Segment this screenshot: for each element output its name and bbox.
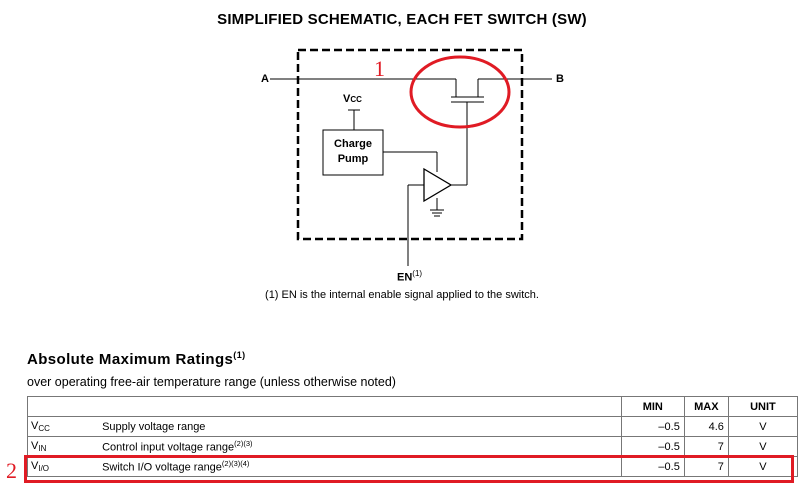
row-symbol: VCC <box>27 416 99 437</box>
en-label: EN(1) <box>397 269 422 284</box>
header-min: MIN <box>621 396 685 417</box>
row-description: Supply voltage range <box>98 416 622 437</box>
charge-pump-box <box>322 129 384 176</box>
en-label-sup: (1) <box>412 269 423 278</box>
fet-switch-schematic <box>270 48 552 266</box>
row-unit: V <box>728 436 799 457</box>
symbol-sub: I/O <box>38 464 50 473</box>
header-symbol <box>27 396 99 417</box>
row-symbol: VIN <box>27 436 99 457</box>
row-min: –0.5 <box>621 436 685 457</box>
table-header-row: MIN MAX UNIT <box>27 396 799 417</box>
ratings-table: MIN MAX UNIT VCC Supply voltage range –0… <box>27 396 799 477</box>
row-min: –0.5 <box>621 456 685 477</box>
row-description: Control input voltage range(2)(3) <box>98 436 622 457</box>
schematic-title: SIMPLIFIED SCHEMATIC, EACH FET SWITCH (S… <box>217 11 587 28</box>
row-min: –0.5 <box>621 416 685 437</box>
description-footnote: (2)(3) <box>234 439 253 449</box>
annotation-marker-2: 2 <box>6 458 17 483</box>
en-label-main: EN <box>397 271 413 284</box>
symbol-main: V <box>31 440 39 452</box>
row-unit: V <box>728 416 799 437</box>
table-row: VIN Control input voltage range(2)(3) –0… <box>27 436 799 457</box>
description-text: Control input voltage range <box>102 441 235 454</box>
table-row: VCC Supply voltage range –0.5 4.6 V <box>27 416 799 437</box>
ratings-title-text: Absolute Maximum Ratings <box>27 351 234 368</box>
symbol-sub: CC <box>38 424 50 433</box>
terminal-a-label: A <box>261 73 269 85</box>
buffer-symbol <box>423 167 453 203</box>
terminal-b-label: B <box>556 73 564 85</box>
symbol-main: V <box>31 460 39 472</box>
charge-pump-line1: Charge <box>334 138 372 150</box>
schematic-boundary <box>296 48 524 241</box>
vcc-label-sub: CC <box>350 95 362 104</box>
description-text: Supply voltage range <box>102 420 206 433</box>
vcc-label-main: V <box>343 93 351 105</box>
header-description <box>98 396 622 417</box>
annotation-circle-1 <box>409 55 511 129</box>
description-footnote: (2)(3)(4) <box>221 459 250 469</box>
ratings-subtitle: over operating free-air temperature rang… <box>27 375 396 389</box>
row-max: 4.6 <box>684 416 729 437</box>
charge-pump-label: Charge Pump <box>323 137 383 167</box>
ratings-title: Absolute Maximum Ratings(1) <box>27 350 246 368</box>
header-unit: UNIT <box>728 396 799 417</box>
table-row: VI/O Switch I/O voltage range(2)(3)(4) –… <box>27 456 799 477</box>
vcc-label: VCC <box>343 93 362 105</box>
annotation-marker-1: 1 <box>374 56 385 81</box>
symbol-main: V <box>31 420 39 432</box>
header-max: MAX <box>684 396 729 417</box>
schematic-footnote: (1) EN is the internal enable signal app… <box>265 289 539 301</box>
annotation-highlight-row <box>24 455 794 483</box>
charge-pump-line2: Pump <box>337 153 369 165</box>
description-text: Switch I/O voltage range <box>102 461 222 474</box>
symbol-sub: IN <box>38 444 47 453</box>
ratings-title-sup: (1) <box>233 350 246 360</box>
row-max: 7 <box>684 436 729 457</box>
